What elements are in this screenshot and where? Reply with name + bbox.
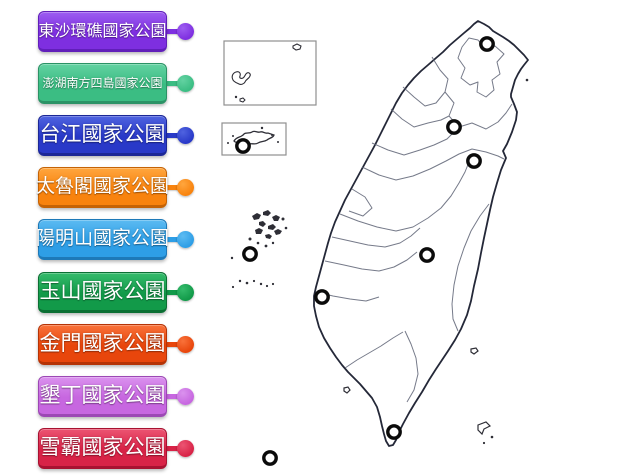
connector-dot [177,388,194,405]
islet-dot [234,95,238,99]
park-label-text: 墾丁國家公園 [39,383,166,407]
connector-line [164,133,186,138]
connector-line [164,81,186,86]
connector-line [164,185,186,190]
connector-dot [177,127,194,144]
park-label-text: 玉山國家公園 [39,279,166,303]
islet-dot [232,135,234,137]
connector-dot [177,284,194,301]
park-label-box: 玉山國家公園 [38,272,167,313]
map-marker-southwest-coast[interactable] [314,289,330,305]
park-label-text: 太魯閣國家公園 [36,175,170,197]
park-label-sheipa[interactable]: 雪霸國家公園 [38,428,198,469]
islet-dot [525,78,529,82]
connector-dot [177,231,194,248]
map-marker-central-mountain[interactable] [419,247,435,263]
map-marker-north-tip[interactable] [479,36,495,52]
park-label-box: 台江國家公園 [38,115,167,156]
connector-dot [177,440,194,457]
connector-line [164,237,186,242]
park-label-text: 金門國家公園 [39,331,166,355]
park-label-penghu-south-four-islands[interactable]: 澎湖南方四島國家公園 [38,63,198,104]
map-marker-south-tip[interactable] [386,424,402,440]
park-label-box: 陽明山國家公園 [36,219,170,260]
park-label-text: 雪霸國家公園 [39,435,166,459]
park-label-box: 澎湖南方四島國家公園 [38,63,167,104]
island-orchid-island [477,421,492,436]
park-label-box: 金門國家公園 [38,324,167,365]
island-outline [231,71,251,85]
inset-box-north-islands [223,40,317,106]
park-label-text: 澎湖南方四島國家公園 [42,75,163,90]
islet-dot [227,142,229,144]
park-label-dongsha-atoll[interactable]: 東沙環礁國家公園 [38,11,198,52]
park-label-yushan[interactable]: 玉山國家公園 [38,272,198,313]
park-label-text: 東沙環礁國家公園 [38,20,167,40]
islet-dot [490,435,494,439]
park-label-box: 雪霸國家公園 [38,428,167,469]
penghu-archipelago [230,210,288,289]
park-label-taroko[interactable]: 太魯閣國家公園 [36,167,198,208]
island-outline [292,43,302,51]
park-label-yangmingshan[interactable]: 陽明山國家公園 [36,219,198,260]
park-label-text: 台江國家公園 [39,122,166,146]
inset-box-kinmen [221,122,287,156]
connector-line [164,29,186,34]
island-green-island [470,347,479,355]
islet-dot [482,441,486,445]
map-marker-north-inland[interactable] [446,119,462,135]
park-label-box: 太魯閣國家公園 [36,167,170,208]
marker-group [235,36,495,466]
connector-line [164,394,186,399]
park-label-taijiang[interactable]: 台江國家公園 [38,115,198,156]
connector-line [164,446,186,451]
park-label-text: 陽明山國家公園 [36,227,170,249]
connector-line [164,342,186,347]
offshore-islands [343,78,529,445]
map-marker-kinmen-inset[interactable] [235,138,251,154]
connector-line [164,290,186,295]
connector-dot [177,75,194,92]
connector-dot [177,23,194,40]
map-marker-far-south-sea[interactable] [262,450,278,466]
island-xiaoliuqiu [343,386,351,394]
park-label-box: 東沙環礁國家公園 [38,11,167,52]
park-label-box: 墾丁國家公園 [38,376,167,417]
islet-dot [277,141,279,143]
islet-dot [239,97,246,103]
map-marker-penghu-islands[interactable] [242,246,258,262]
connector-dot [177,336,194,353]
park-label-kinmen[interactable]: 金門國家公園 [38,324,198,365]
connector-dot [177,179,194,196]
county-boundaries [315,37,513,403]
map-marker-east-coast-north[interactable] [466,153,482,169]
park-label-kenting[interactable]: 墾丁國家公園 [38,376,198,417]
islet-dot [271,134,273,136]
taiwan-outline [313,20,529,447]
islet-dot [260,126,264,130]
